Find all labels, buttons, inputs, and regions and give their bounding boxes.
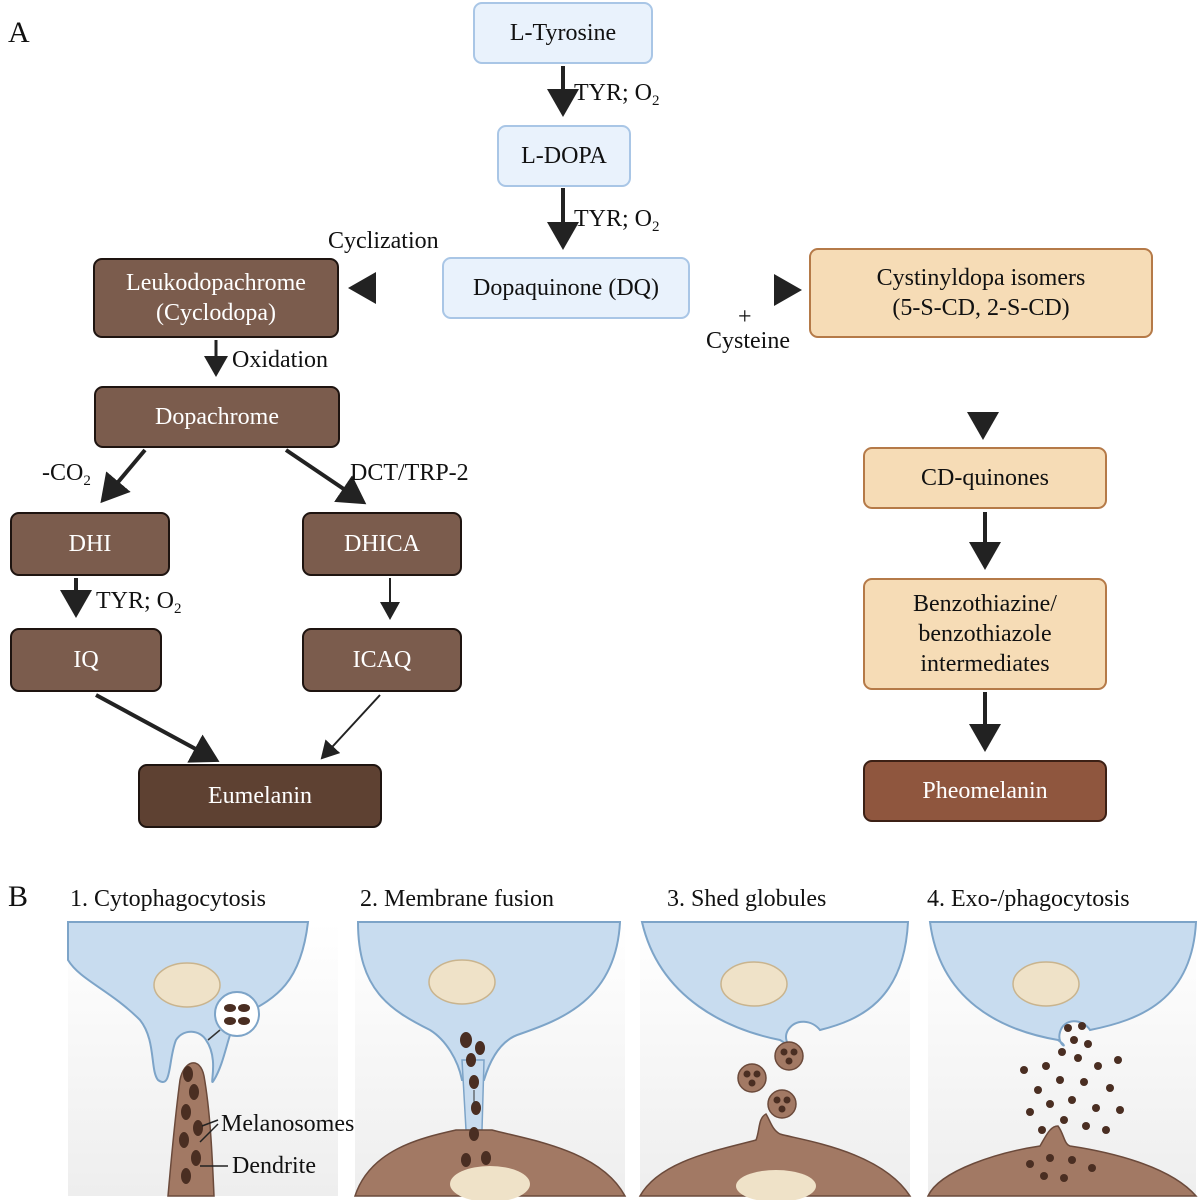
node-benzo-line1: Benzothiazine/ xyxy=(913,591,1057,617)
node-cdquinones-label: CD-quinones xyxy=(921,465,1049,491)
label-o2-sub: 2 xyxy=(652,219,660,235)
arrow-icaq-eumelanin xyxy=(320,694,381,760)
node-cysdopa-line2: (5-S-CD, 2-S-CD) xyxy=(892,295,1070,321)
label-co2-sub: 2 xyxy=(83,473,91,489)
node-ldopa: L-DOPA xyxy=(497,125,631,187)
node-dopaquinone-label: Dopaquinone (DQ) xyxy=(473,275,659,301)
node-dopaquinone: Dopaquinone (DQ) xyxy=(442,257,690,319)
stage-title-membrane-fusion: 2. Membrane fusion xyxy=(360,886,554,912)
node-dopachrome: Dopachrome xyxy=(94,386,340,448)
arrow-dopachrome-dhica xyxy=(284,448,367,505)
keratinocyte-cell xyxy=(926,1125,1198,1197)
node-iq-label: IQ xyxy=(73,647,99,673)
node-eumelanin: Eumelanin xyxy=(138,764,382,828)
node-tyrosine-label: L-Tyrosine xyxy=(509,20,617,46)
label-o2-sub: 2 xyxy=(174,601,182,617)
node-leukodopachrome: Leukodopachrome (Cyclodopa) xyxy=(93,258,339,338)
arrow-dopachrome-dhi xyxy=(100,448,147,504)
node-dhica-label: DHICA xyxy=(344,531,420,557)
stage-title-shed-globules: 3. Shed globules xyxy=(667,886,827,912)
label-tyr-o2-3: TYR; O2 xyxy=(96,588,182,622)
nucleus xyxy=(1012,961,1080,1007)
node-cdquinones: CD-quinones xyxy=(863,447,1107,509)
node-tyrosine: L-Tyrosine xyxy=(473,2,653,64)
node-dopachrome-label: Dopachrome xyxy=(155,404,279,430)
keratinocyte-cell xyxy=(638,1113,912,1197)
label-dct-trp2: DCT/TRP-2 xyxy=(350,460,469,486)
label-cysteine: Cysteine xyxy=(706,328,790,354)
node-benzo-line2: benzothiazole xyxy=(918,621,1052,647)
label-tyr-o2-2: TYR; O2 xyxy=(574,206,660,240)
label-minus-co-text: -CO xyxy=(42,460,84,486)
label-cyclization: Cyclization xyxy=(328,228,439,254)
node-pheomelanin-label: Pheomelanin xyxy=(922,778,1048,804)
node-iq: IQ xyxy=(10,628,162,692)
arrow-iq-eumelanin xyxy=(95,693,220,763)
node-dhica: DHICA xyxy=(302,512,462,576)
internalized-melanosomes xyxy=(1026,1154,1096,1182)
label-tyr-text: TYR; O xyxy=(574,80,652,106)
node-benzo-line3: intermediates xyxy=(920,651,1050,677)
shed-globule xyxy=(774,1041,804,1071)
stage-title-exo-phagocytosis: 4. Exo-/phagocytosis xyxy=(927,886,1130,912)
nucleus xyxy=(153,962,221,1008)
shed-globule xyxy=(737,1063,767,1093)
shed-globule xyxy=(767,1089,797,1119)
node-eumelanin-label: Eumelanin xyxy=(208,783,312,809)
nucleus xyxy=(720,961,788,1007)
node-cysdopa-line1: Cystinyldopa isomers xyxy=(876,265,1086,291)
dendrite xyxy=(167,1062,215,1197)
phagosome xyxy=(214,991,260,1037)
node-dhi: DHI xyxy=(10,512,170,576)
stage-1-illustration xyxy=(67,921,338,1197)
panel-label-b: B xyxy=(8,880,29,913)
label-tyr-o2-1: TYR; O2 xyxy=(574,80,660,114)
keratinocyte-nucleus xyxy=(450,1166,530,1200)
node-benzothiazine: Benzothiazine/ benzothiazole intermediat… xyxy=(863,578,1107,690)
node-dhi-label: DHI xyxy=(68,531,112,557)
node-cystinyldopa: Cystinyldopa isomers (5-S-CD, 2-S-CD) xyxy=(809,248,1153,338)
node-pheomelanin: Pheomelanin xyxy=(863,760,1107,822)
label-plus: + xyxy=(738,304,752,330)
label-melanosomes: Melanosomes xyxy=(221,1111,355,1137)
keratinocyte-nucleus xyxy=(736,1170,816,1200)
free-melanosomes xyxy=(1020,1022,1124,1134)
label-tyr-text: TYR; O xyxy=(574,206,652,232)
label-tyr-text: TYR; O xyxy=(96,588,174,614)
node-icaq: ICAQ xyxy=(302,628,462,692)
stage-3-illustration xyxy=(638,921,912,1200)
label-dendrite: Dendrite xyxy=(232,1153,316,1179)
stage-title-cytophagocytosis: 1. Cytophagocytosis xyxy=(70,886,266,912)
label-o2-sub: 2 xyxy=(652,93,660,109)
node-icaq-label: ICAQ xyxy=(352,647,412,673)
stage-2-illustration xyxy=(353,921,627,1200)
keratinocyte-cell xyxy=(353,1129,627,1197)
label-minus-co2: -CO2 xyxy=(42,460,91,494)
label-oxidation: Oxidation xyxy=(232,347,328,373)
stage-4-illustration xyxy=(926,921,1198,1197)
node-ldopa-label: L-DOPA xyxy=(521,143,607,169)
node-leuko-line2: (Cyclodopa) xyxy=(156,300,276,326)
panel-label-a: A xyxy=(8,16,30,49)
node-leuko-line1: Leukodopachrome xyxy=(126,270,306,296)
nucleus xyxy=(428,959,496,1005)
fusion-channel xyxy=(461,1059,485,1131)
